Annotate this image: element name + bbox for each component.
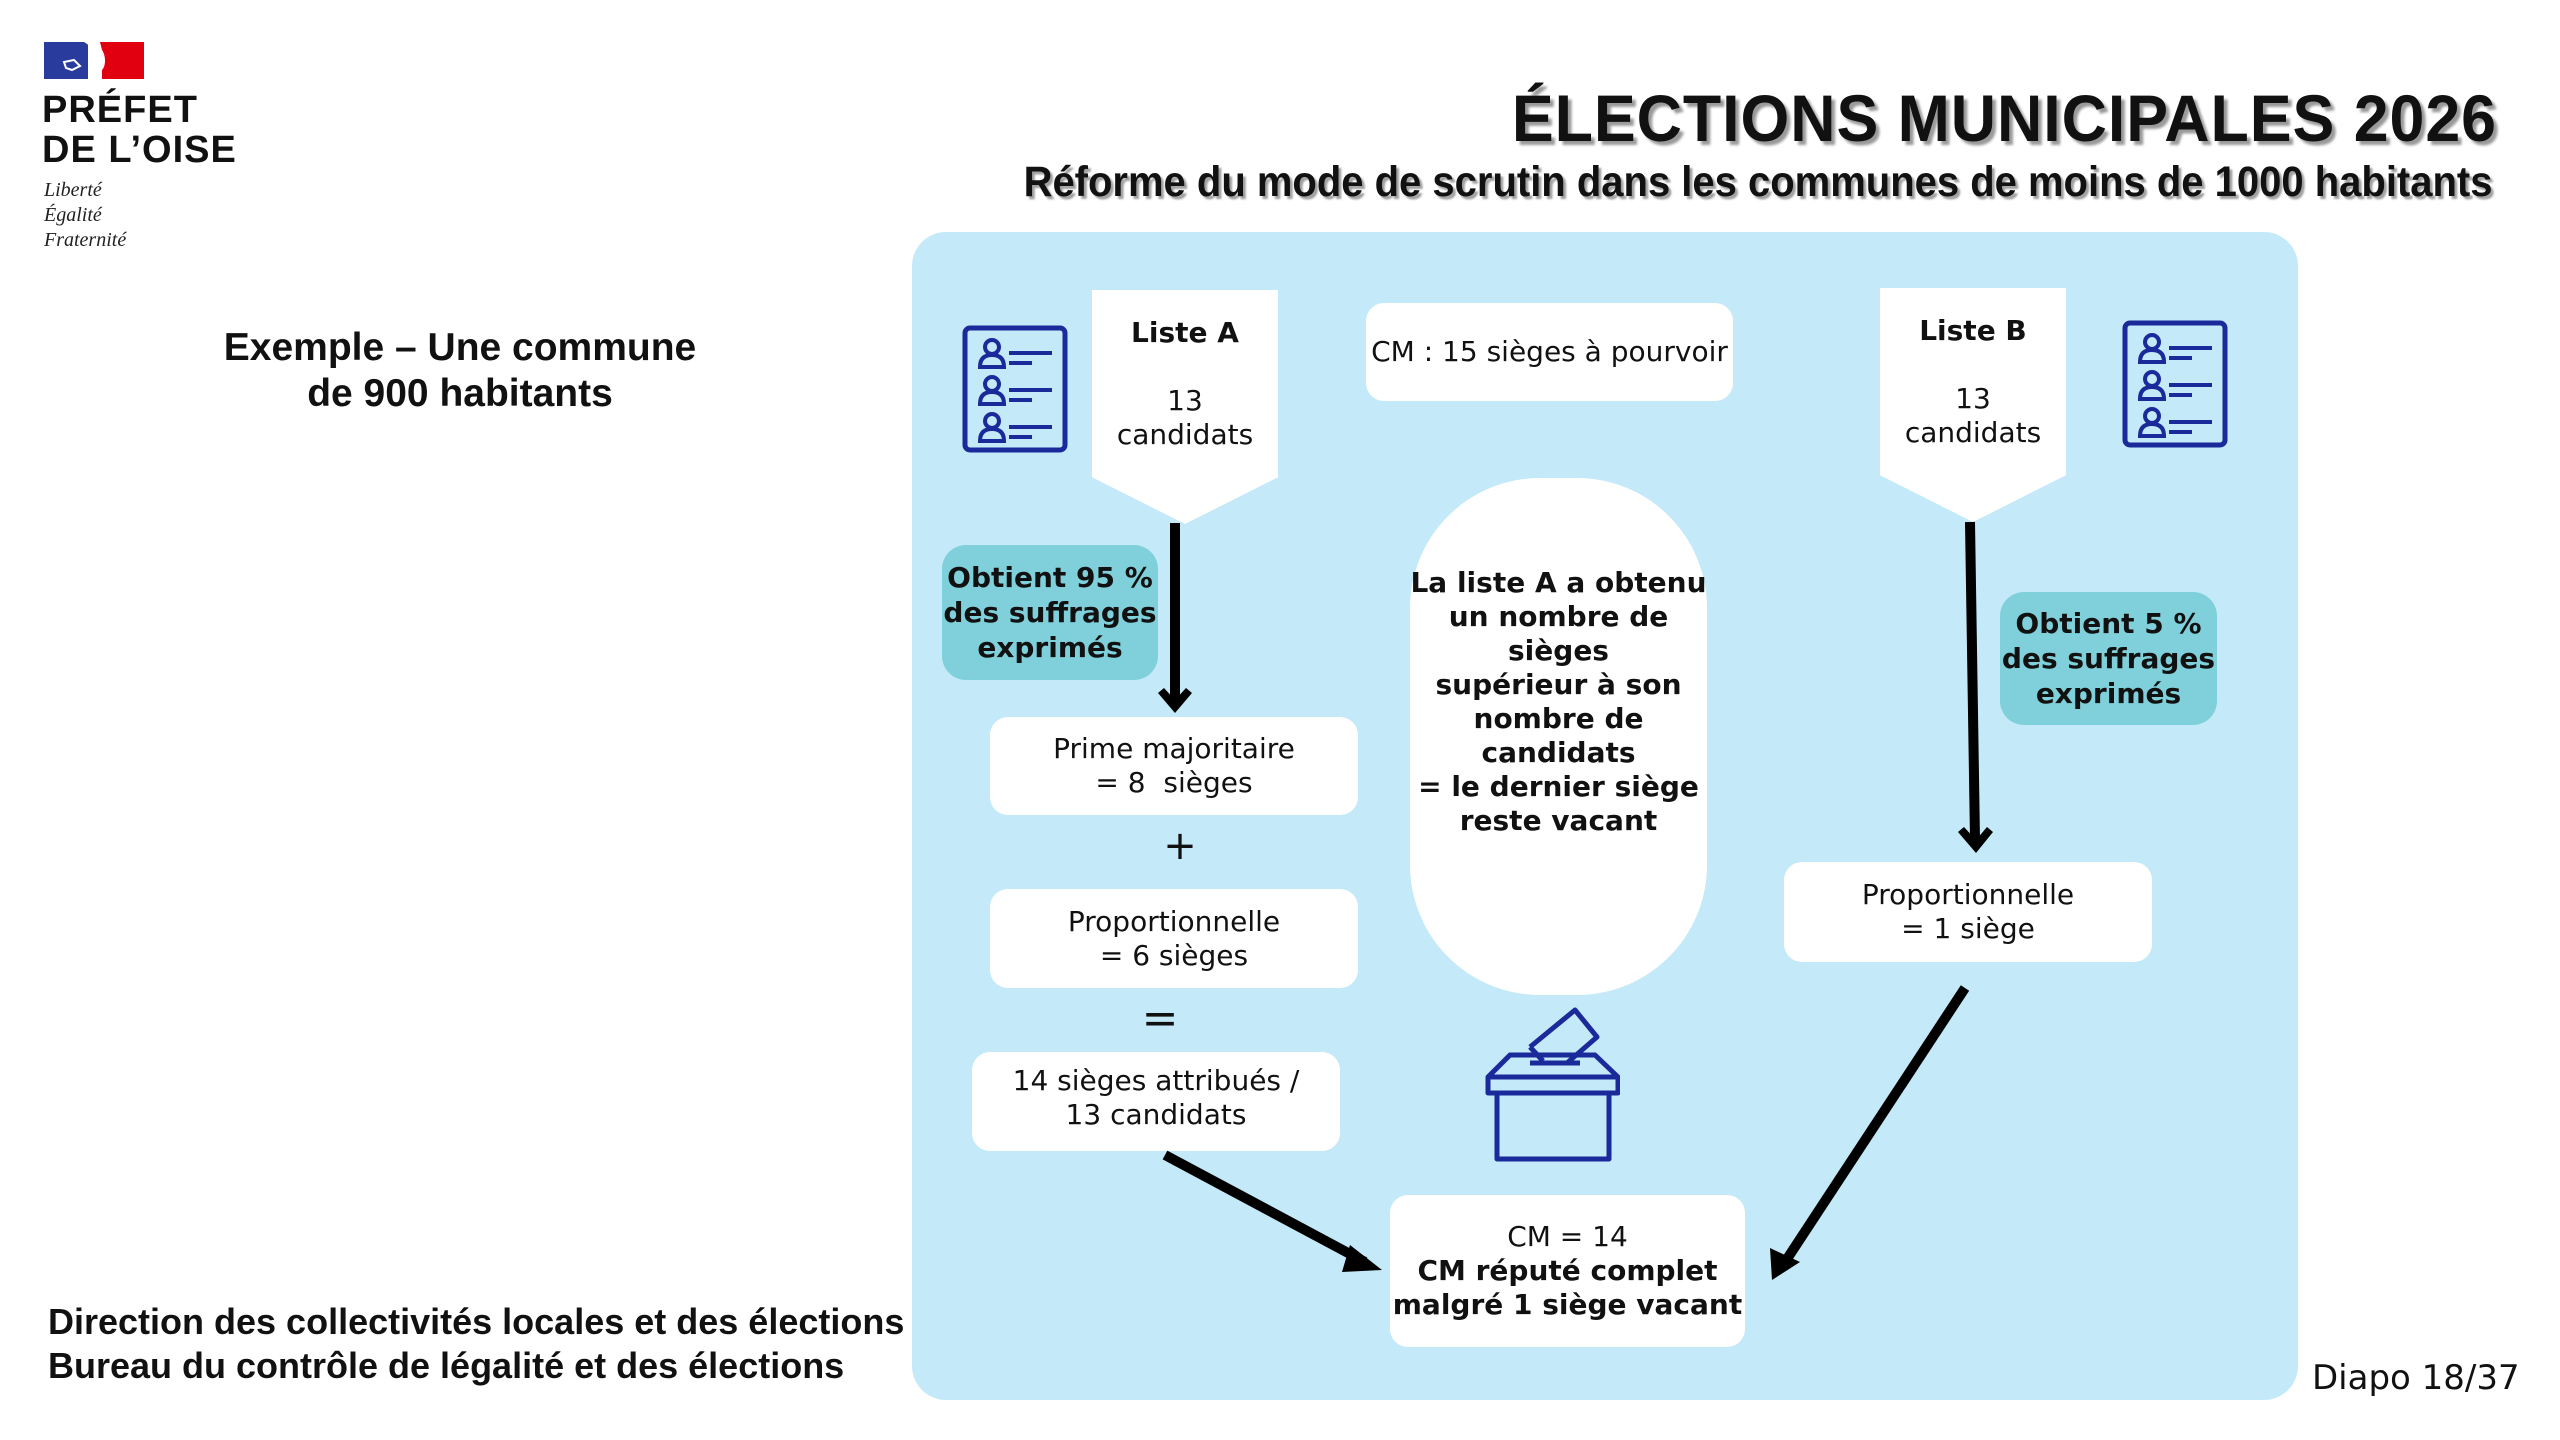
slide-number: Diapo 18/37 (2312, 1358, 2520, 1398)
explanation-pill: La liste A a obtenu un nombre de sièges … (1410, 478, 1707, 995)
list-a-result-line1: Obtient 95 % (947, 561, 1153, 594)
prefecture-line1: PRÉFET (42, 89, 198, 131)
ballot-box-icon (1485, 1005, 1621, 1165)
outcome-line2: CM réputé complet (1417, 1254, 1718, 1287)
prime-label: Prime majoritaire (1053, 732, 1295, 765)
list-b-proportional-box: Proportionnelle = 1 siège (1784, 862, 2152, 962)
list-b-name: Liste B (1919, 314, 2027, 347)
footer-department: Direction des collectivités locales et d… (48, 1300, 904, 1388)
prime-value: = 8 sièges (1095, 766, 1253, 799)
explanation-line2: un nombre de sièges (1448, 599, 1669, 667)
motto-liberte: Liberté (44, 179, 102, 201)
list-b-proportional-label: Proportionnelle (1861, 878, 2075, 911)
motto-fraternite: Fraternité (44, 229, 127, 251)
candidate-list-icon (962, 325, 1068, 453)
footer-line1: Direction des collectivités locales et d… (48, 1301, 905, 1342)
majority-bonus-box: Prime majoritaire = 8 sièges (990, 717, 1358, 815)
footer-line2: Bureau du contrôle de légalité et des él… (48, 1345, 845, 1386)
list-a-result-line3: exprimés (977, 631, 1123, 664)
list-b-count: 13 (1955, 382, 1991, 415)
explanation-line4: nombre de candidats (1473, 701, 1644, 769)
list-a-total-line1: 14 sièges attribués / (1012, 1064, 1300, 1097)
list-a-count-label: candidats (1116, 418, 1254, 451)
cm-total-seats: CM : 15 sièges à pourvoir (1366, 303, 1733, 401)
example-heading: Exemple – Une commune de 900 habitants (190, 325, 730, 417)
example-line1: Exemple – Une commune (223, 326, 697, 369)
page-subtitle: Réforme du mode de scrutin dans les comm… (1023, 158, 2492, 206)
outcome-box: CM = 14 CM réputé complet malgré 1 siège… (1390, 1195, 1745, 1347)
outcome-line3: malgré 1 siège vacant (1392, 1288, 1743, 1321)
list-b-card: Liste B 13 candidats (1880, 288, 2066, 522)
list-b-result-line2: des suffrages (2001, 642, 2216, 675)
motto-egalite: Égalité (44, 204, 102, 226)
list-b-proportional-value: = 1 siège (1901, 912, 2035, 945)
list-b-result-line3: exprimés (2035, 677, 2182, 710)
list-a-result-badge: Obtient 95 % des suffrages exprimés (942, 545, 1158, 680)
plus-sign: + (1163, 823, 1197, 869)
list-b-count-label: candidats (1904, 416, 2042, 449)
explanation-line3: supérieur à son (1435, 667, 1682, 701)
candidate-list-icon (2122, 320, 2228, 448)
equals-sign: = (1141, 993, 1179, 1044)
explanation-line1: La liste A a obtenu (1410, 565, 1707, 599)
list-a-proportional-value: = 6 sièges (1099, 938, 1249, 972)
list-b-result-badge: Obtient 5 % des suffrages exprimés (2000, 592, 2217, 725)
list-b-result-line1: Obtient 5 % (2015, 607, 2202, 640)
list-a-result-line2: des suffrages (943, 596, 1157, 629)
cm-total-text: CM : 15 sièges à pourvoir (1371, 335, 1728, 368)
list-a-proportional-label: Proportionnelle (1067, 904, 1281, 938)
explanation-line6: reste vacant (1459, 803, 1658, 837)
republic-flag-logo (44, 42, 144, 79)
prefecture-name: PRÉFET DE L’OISE (42, 90, 237, 170)
republic-motto: Liberté Égalité Fraternité (44, 178, 126, 253)
marianne-icon (44, 42, 144, 79)
example-line2: de 900 habitants (307, 372, 613, 415)
explanation-line5: = le dernier siège (1418, 769, 1699, 803)
list-a-name: Liste A (1131, 316, 1239, 349)
list-a-proportional-box: Proportionnelle = 6 sièges (990, 889, 1358, 988)
list-a-count: 13 (1167, 384, 1203, 417)
list-a-total-box: 14 sièges attribués / 13 candidats (972, 1052, 1340, 1151)
list-a-total-line2: 13 candidats (1065, 1098, 1247, 1131)
list-a-card: Liste A 13 candidats (1092, 290, 1278, 524)
page-title: ÉLECTIONS MUNICIPALES 2026 (1511, 81, 2497, 155)
prefecture-line2: DE L’OISE (42, 129, 237, 171)
outcome-line1: CM = 14 (1507, 1220, 1628, 1253)
